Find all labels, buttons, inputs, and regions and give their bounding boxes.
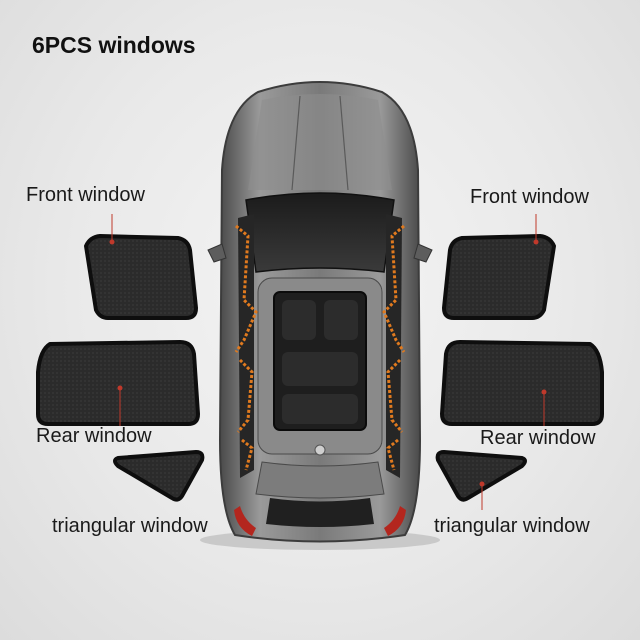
- car-top-view: [200, 81, 440, 550]
- triangular-right-shade: [435, 450, 527, 502]
- label-rear-left: Rear window: [36, 425, 152, 447]
- magnet-strip-right: [382, 224, 406, 471]
- label-triangular-left: triangular window: [52, 515, 208, 537]
- triangular-left-shade: [113, 450, 205, 502]
- rear-left-shade: [36, 340, 200, 426]
- label-rear-right: Rear window: [480, 427, 596, 449]
- page-title: 6PCS windows: [32, 32, 196, 58]
- label-front-left: Front window: [26, 184, 145, 206]
- front-right-shade: [442, 234, 556, 320]
- label-triangular-right: triangular window: [434, 515, 590, 537]
- label-front-right: Front window: [470, 186, 589, 208]
- magnet-strip-left: [234, 224, 258, 471]
- rear-right-shade: [440, 340, 604, 426]
- front-left-shade: [84, 234, 198, 320]
